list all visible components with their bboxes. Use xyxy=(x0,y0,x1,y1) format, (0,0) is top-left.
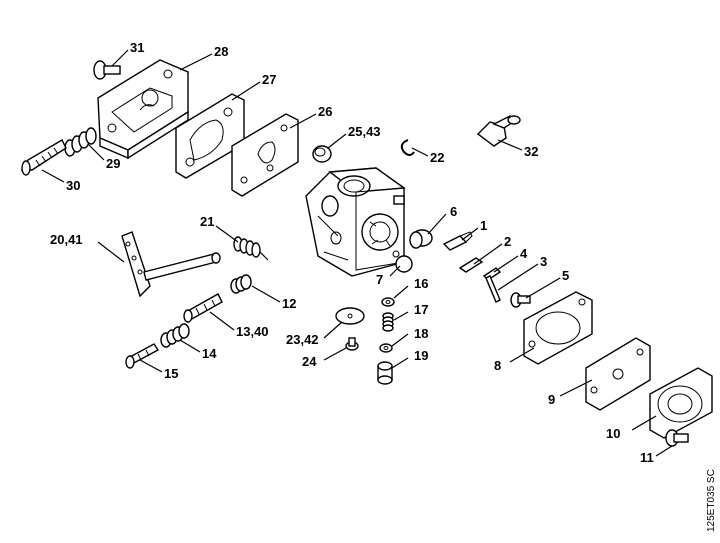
label-29: 29 xyxy=(106,156,120,171)
label-32: 32 xyxy=(524,144,538,159)
part-10-cover xyxy=(649,367,713,439)
label-23-42: 23,42 xyxy=(286,332,319,347)
label-27: 27 xyxy=(262,72,276,87)
part-32-fitting xyxy=(476,115,521,147)
part-9-diaphragm xyxy=(585,337,651,411)
label-30: 30 xyxy=(66,178,80,193)
part-13-40-adjusting-screw xyxy=(183,293,223,323)
label-24: 24 xyxy=(302,354,317,369)
part-20-41-lever-shaft xyxy=(121,231,221,298)
part-7-seal xyxy=(395,255,413,273)
part-17-spring xyxy=(382,312,394,332)
label-17: 17 xyxy=(414,302,428,317)
part-28-pump-cover xyxy=(97,59,189,160)
label-8: 8 xyxy=(494,358,501,373)
part-29-spring xyxy=(64,127,97,157)
leader-lines xyxy=(41,49,673,457)
part-8-gasket xyxy=(523,291,593,365)
part-25-43-plug xyxy=(312,145,332,163)
part-11-screw xyxy=(665,429,689,447)
label-11: 11 xyxy=(640,450,654,465)
label-15: 15 xyxy=(164,366,178,381)
label-7: 7 xyxy=(376,272,383,287)
label-9: 9 xyxy=(548,392,555,407)
label-22: 22 xyxy=(430,150,444,165)
label-16: 16 xyxy=(414,276,428,291)
label-21: 21 xyxy=(200,214,214,229)
part-18-washer xyxy=(379,343,393,353)
part-19-sleeve xyxy=(377,361,393,385)
label-1: 1 xyxy=(480,218,487,233)
label-18: 18 xyxy=(414,326,428,341)
part-6-cap xyxy=(409,229,433,249)
label-5: 5 xyxy=(562,268,569,283)
part-14-spring xyxy=(160,323,190,348)
label-6: 6 xyxy=(450,204,457,219)
label-2: 2 xyxy=(504,234,511,249)
label-19: 19 xyxy=(414,348,428,363)
part-16-washer xyxy=(381,297,395,307)
label-26: 26 xyxy=(318,104,332,119)
part-15-adjusting-screw xyxy=(125,343,160,369)
label-25-43: 25,43 xyxy=(348,124,381,139)
part-5-screw xyxy=(510,292,531,308)
label-28: 28 xyxy=(214,44,228,59)
label-14: 14 xyxy=(202,346,217,361)
part-26-diaphragm xyxy=(231,113,299,197)
label-20-41: 20,41 xyxy=(50,232,83,247)
part-4-lever xyxy=(482,267,502,303)
part-12-spring xyxy=(230,274,252,294)
part-31-screw xyxy=(93,60,121,80)
part-30-adjusting-screw xyxy=(20,139,67,176)
part-23-42-choke-plate xyxy=(335,307,365,325)
label-12: 12 xyxy=(282,296,296,311)
label-4: 4 xyxy=(520,246,528,261)
part-1-pin xyxy=(442,231,473,251)
part-22-circlip xyxy=(400,139,415,156)
part-21-spring xyxy=(233,236,269,261)
label-13-40: 13,40 xyxy=(236,324,269,339)
reference-code: 125ET035 SC xyxy=(706,469,717,532)
label-10: 10 xyxy=(606,426,620,441)
label-3: 3 xyxy=(540,254,547,269)
part-24-screw xyxy=(345,337,359,351)
carburetor-body xyxy=(305,167,406,277)
label-31: 31 xyxy=(130,40,144,55)
